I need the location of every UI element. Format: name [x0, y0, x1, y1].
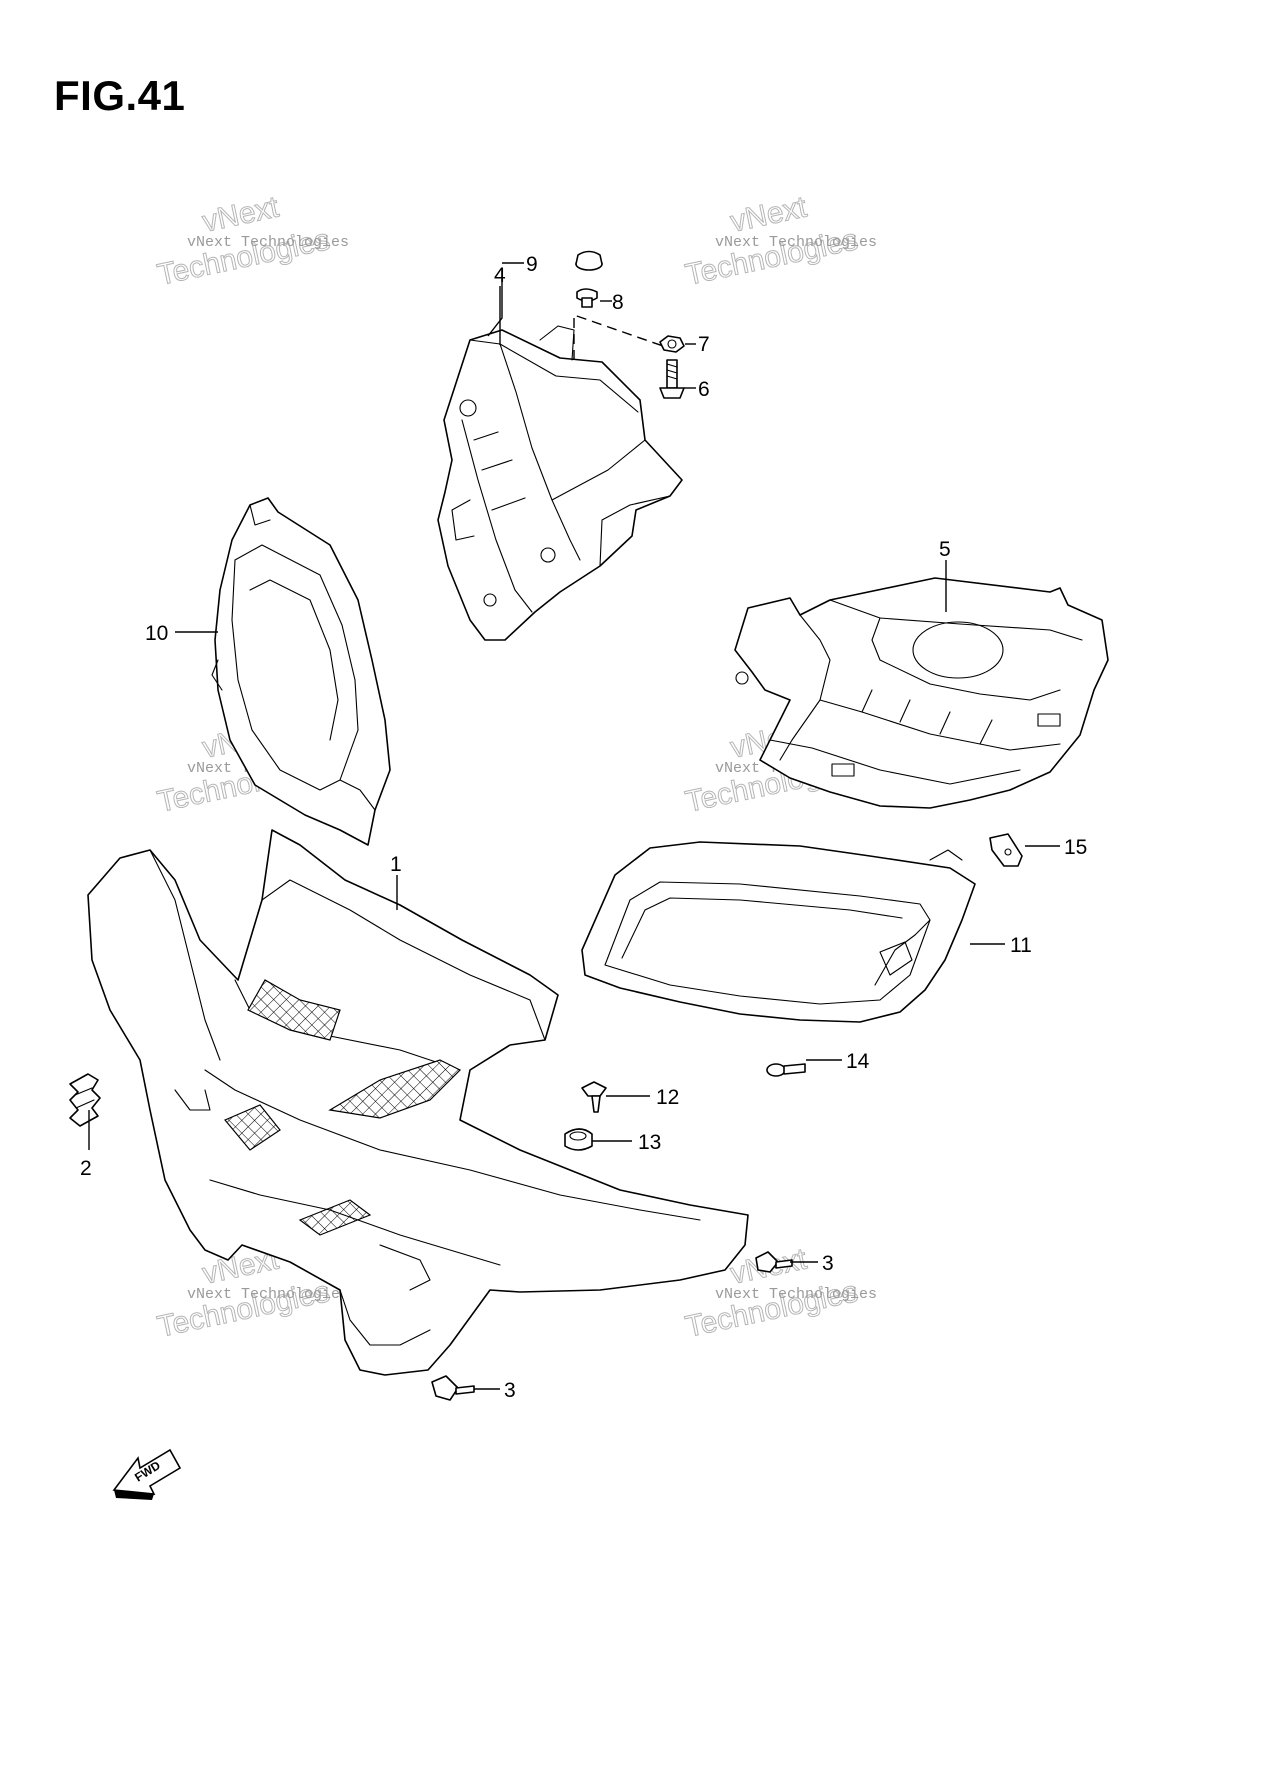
- callout-label-4: 4: [494, 264, 506, 287]
- part-14-screw: [766, 1063, 806, 1077]
- callout-label-14: 14: [846, 1050, 870, 1073]
- callout-label-6: 6: [698, 378, 710, 401]
- callout-label-10: 10: [145, 622, 168, 645]
- callout-label-15: 15: [1064, 836, 1087, 859]
- part-5-lower-frame: [734, 577, 1109, 809]
- callout-label-12: 12: [656, 1086, 679, 1109]
- callout-label-3b: 3: [504, 1379, 516, 1402]
- callout-label-7: 7: [698, 333, 710, 356]
- callout-label-3a: 3: [822, 1252, 834, 1275]
- callout-label-5b: 5: [939, 538, 951, 561]
- part-11-right-panel: [581, 841, 976, 1023]
- callout-label-1: 1: [390, 853, 402, 876]
- part-13-grommet: [564, 1128, 593, 1151]
- callout-label-13: 13: [638, 1131, 661, 1154]
- svg-text:vNext Technologies: vNext Technologies: [715, 234, 877, 251]
- leader-lines: [88, 262, 1060, 1390]
- callout-labels: 9 8 7 6 4 5 5 10 1 15 11 14 12 13 3 3 2: [80, 253, 1087, 1402]
- part-15-clip: [989, 833, 1023, 867]
- figure-title: FIG.41: [54, 72, 186, 119]
- part-9-grommet: [575, 250, 603, 271]
- svg-text:vNext Technologies: vNext Technologies: [187, 1286, 349, 1303]
- part-10-left-panel: [211, 497, 391, 846]
- fwd-arrow-icon: FWD: [112, 1448, 182, 1500]
- svg-text:vNext Technologies: vNext Technologies: [187, 234, 349, 251]
- callout-label-11: 11: [1010, 934, 1032, 957]
- part-7-nut: [659, 335, 685, 353]
- svg-text:vNext Technologies: vNext Technologies: [715, 1286, 877, 1303]
- part-12-screw: [581, 1081, 607, 1113]
- callout-label-8: 8: [612, 291, 624, 314]
- svg-text:vNext: vNext: [200, 190, 283, 238]
- part-1-front-bumper: [87, 829, 749, 1376]
- watermark-1: Technologies vNext Technologies vNext: [154, 190, 349, 292]
- part-6-bolt: [659, 359, 685, 399]
- part-8-collar: [576, 288, 598, 308]
- part-3-clip-upper: [755, 1251, 793, 1273]
- part-4-inner-bracket: [437, 325, 683, 641]
- svg-text:vNext: vNext: [728, 190, 811, 238]
- callout-label-9: 9: [526, 253, 538, 276]
- watermark-2: Technologies vNext Technologies vNext: [682, 190, 877, 292]
- callout-label-2: 2: [80, 1157, 92, 1180]
- part-2-emblem: [69, 1073, 101, 1127]
- part-3-clip-lower: [431, 1375, 475, 1401]
